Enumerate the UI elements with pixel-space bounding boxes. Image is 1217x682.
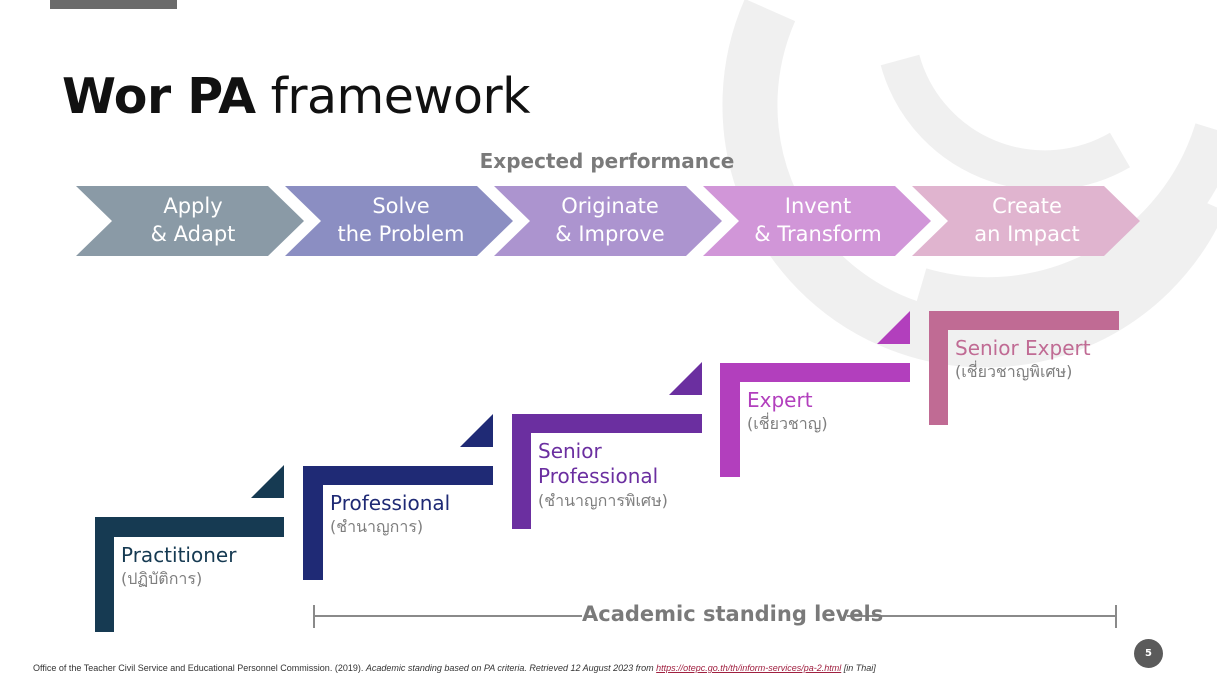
- page-title: Wor PA framework: [62, 66, 530, 128]
- level-thai-professional: (ชำนาญการ): [330, 517, 424, 536]
- step-triangle-practitioner: [251, 465, 284, 498]
- chevron-apply-adapt: [76, 186, 304, 256]
- step-expert: [720, 363, 910, 477]
- citation-plain: Office of the Teacher Civil Service and …: [33, 663, 366, 673]
- chevron-line1: Solve: [372, 194, 430, 218]
- step-practitioner: [95, 517, 284, 632]
- chevron-label-originate-improve: Originate & Improve: [510, 192, 710, 248]
- level-name-professional: Professional: [330, 491, 451, 515]
- level-thai-senior-expert: (เชี่ยวชาญพิเศษ): [955, 362, 1073, 381]
- step-senior-professional: [512, 414, 702, 529]
- level-thai-senior-professional: (ชำนาญการพิเศษ): [538, 491, 668, 510]
- chevron-label-create-impact: Create an Impact: [927, 192, 1127, 248]
- top-accent-bar: [50, 0, 177, 9]
- chevron-line2: & Transform: [754, 222, 882, 246]
- level-name-expert: Expert: [747, 388, 813, 412]
- step-senior-expert: [929, 311, 1119, 425]
- chevron-label-apply-adapt: Apply & Adapt: [93, 192, 293, 248]
- citation-link[interactable]: https://otepc.go.th/th/inform-services/p…: [656, 663, 842, 673]
- title-rest: framework: [255, 68, 531, 125]
- step-triangle-professional: [460, 414, 493, 447]
- chevron-invent-transform: [703, 186, 931, 256]
- citation: Office of the Teacher Civil Service and …: [33, 663, 876, 673]
- chevron-line1: Invent: [784, 194, 852, 218]
- step-professional: [303, 466, 493, 580]
- level-thai-expert: (เชี่ยวชาญ): [747, 414, 828, 433]
- chevron-originate-improve: [494, 186, 722, 256]
- academic-standing-label: Academic standing levels: [582, 602, 884, 626]
- chevron-label-invent-transform: Invent & Transform: [718, 192, 918, 248]
- level-thai-practitioner: (ปฏิบัติการ): [121, 569, 203, 588]
- page-number: 5: [1145, 648, 1152, 659]
- level-name-senior-expert: Senior Expert: [955, 336, 1091, 360]
- level-name-senior-professional-line1: Senior: [538, 439, 602, 463]
- chevron-create-impact: [912, 186, 1140, 256]
- chevron-label-solve-problem: Solve the Problem: [301, 192, 501, 248]
- chevron-solve-problem: [285, 186, 513, 256]
- citation-suffix: [in Thai]: [841, 663, 876, 673]
- chevron-line2: & Adapt: [150, 222, 236, 246]
- level-name-practitioner: Practitioner: [121, 543, 237, 567]
- chevron-line1: Originate: [561, 194, 659, 218]
- page-number-badge: 5: [1134, 639, 1163, 668]
- chevron-line2: & Improve: [555, 222, 665, 246]
- chevron-line1: Create: [992, 194, 1062, 218]
- title-bold: Wor PA: [62, 68, 256, 125]
- citation-italic: Academic standing based on PA criteria. …: [365, 663, 657, 673]
- chevron-line1: Apply: [163, 194, 223, 218]
- step-triangle-expert: [877, 311, 910, 344]
- chevron-line2: the Problem: [337, 222, 465, 246]
- level-name-senior-professional-line2: Professional: [538, 464, 659, 488]
- expected-performance-label: Expected performance: [479, 149, 735, 173]
- chevron-line2: an Impact: [974, 222, 1080, 246]
- step-triangle-senior-professional: [669, 362, 702, 395]
